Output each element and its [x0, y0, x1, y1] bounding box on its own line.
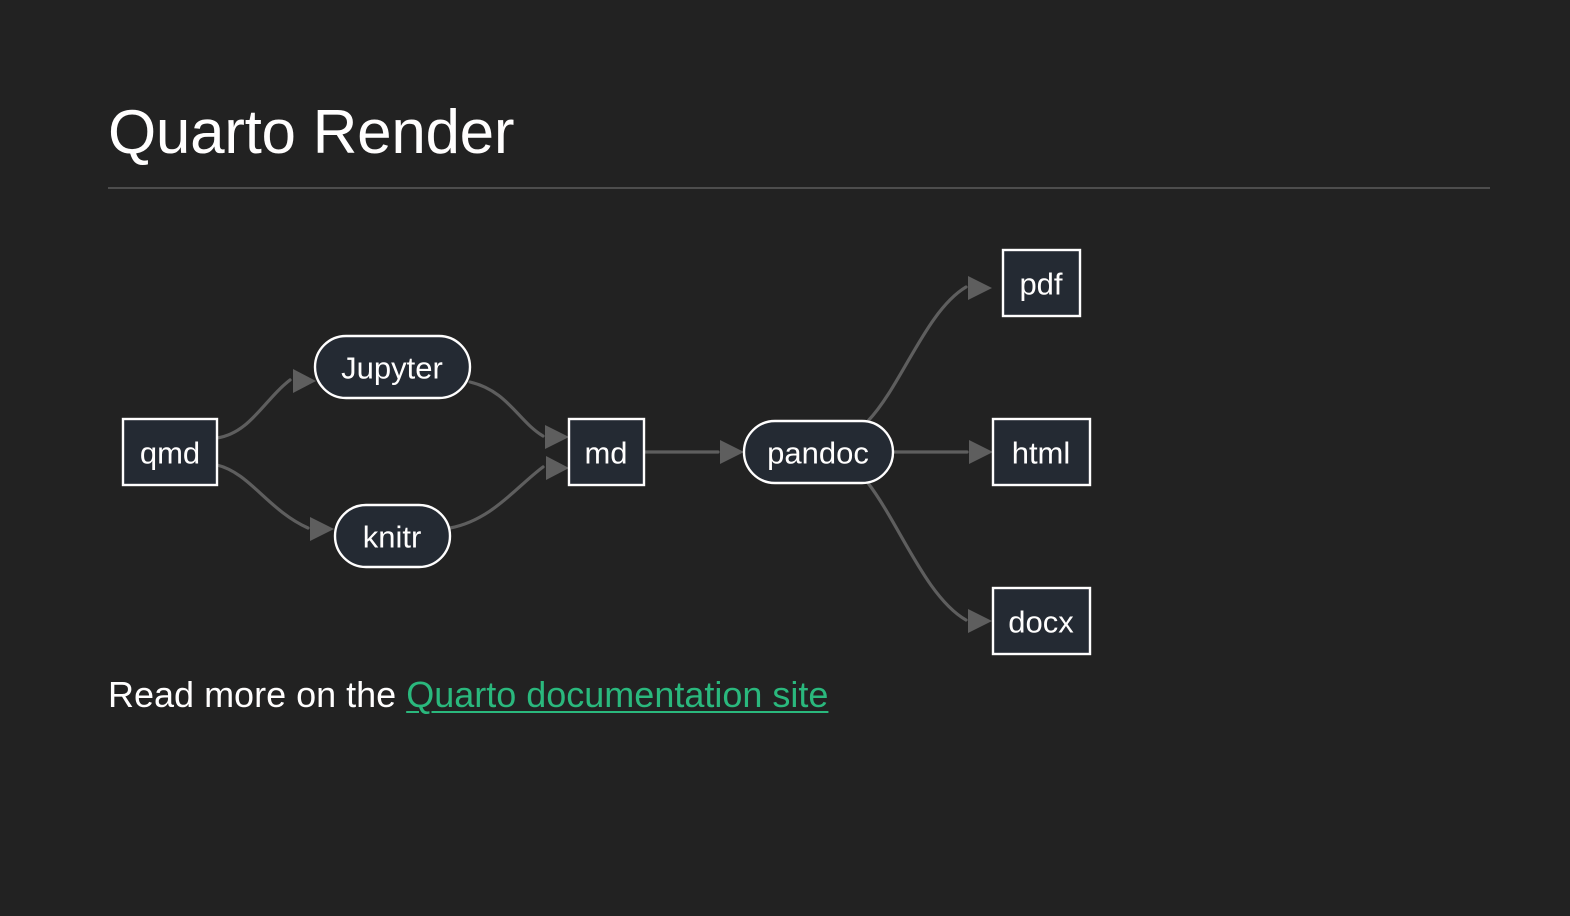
node-pandoc-label: pandoc — [767, 436, 869, 471]
edge-knitr-to-md — [448, 456, 569, 530]
page-title: Quarto Render — [108, 98, 515, 167]
node-jupyter[interactable]: Jupyter — [313, 334, 472, 400]
node-docx-label: docx — [1008, 605, 1074, 640]
edge-pandoc-to-html — [891, 440, 993, 464]
read-more-lead-text: Read more on the — [108, 674, 407, 715]
title-block: Quarto Render — [108, 98, 1490, 190]
node-pandoc[interactable]: pandoc — [742, 419, 895, 485]
node-html-label: html — [1012, 436, 1071, 471]
edge-pandoc-to-docx — [866, 481, 992, 633]
node-pdf[interactable]: pdf — [1001, 248, 1082, 318]
edge-qmd-to-jupyter — [215, 369, 316, 440]
node-html[interactable]: html — [991, 417, 1092, 487]
read-more-line: Read more on the Quarto documentation si… — [108, 672, 828, 719]
node-pdf-label: pdf — [1019, 267, 1062, 302]
node-knitr[interactable]: knitr — [333, 503, 452, 569]
quarto-documentation-link[interactable]: Quarto documentation site — [406, 674, 829, 715]
node-knitr-label: knitr — [363, 520, 422, 555]
node-docx[interactable]: docx — [991, 586, 1092, 656]
node-md-label: md — [584, 436, 627, 471]
flowchart-svg: qmd Jupyter knitr md pandoc pdf — [121, 248, 1092, 656]
node-jupyter-label: Jupyter — [341, 351, 443, 386]
node-qmd[interactable]: qmd — [121, 417, 219, 487]
render-pipeline-diagram: qmd Jupyter knitr md pandoc pdf — [0, 225, 1570, 675]
title-divider — [108, 187, 1490, 190]
edge-pandoc-to-pdf — [866, 276, 992, 423]
node-qmd-label: qmd — [140, 436, 200, 471]
edge-jupyter-to-md — [468, 380, 569, 449]
edge-qmd-to-knitr — [215, 463, 334, 541]
node-md[interactable]: md — [567, 417, 646, 487]
edge-md-to-pandoc — [642, 440, 744, 464]
